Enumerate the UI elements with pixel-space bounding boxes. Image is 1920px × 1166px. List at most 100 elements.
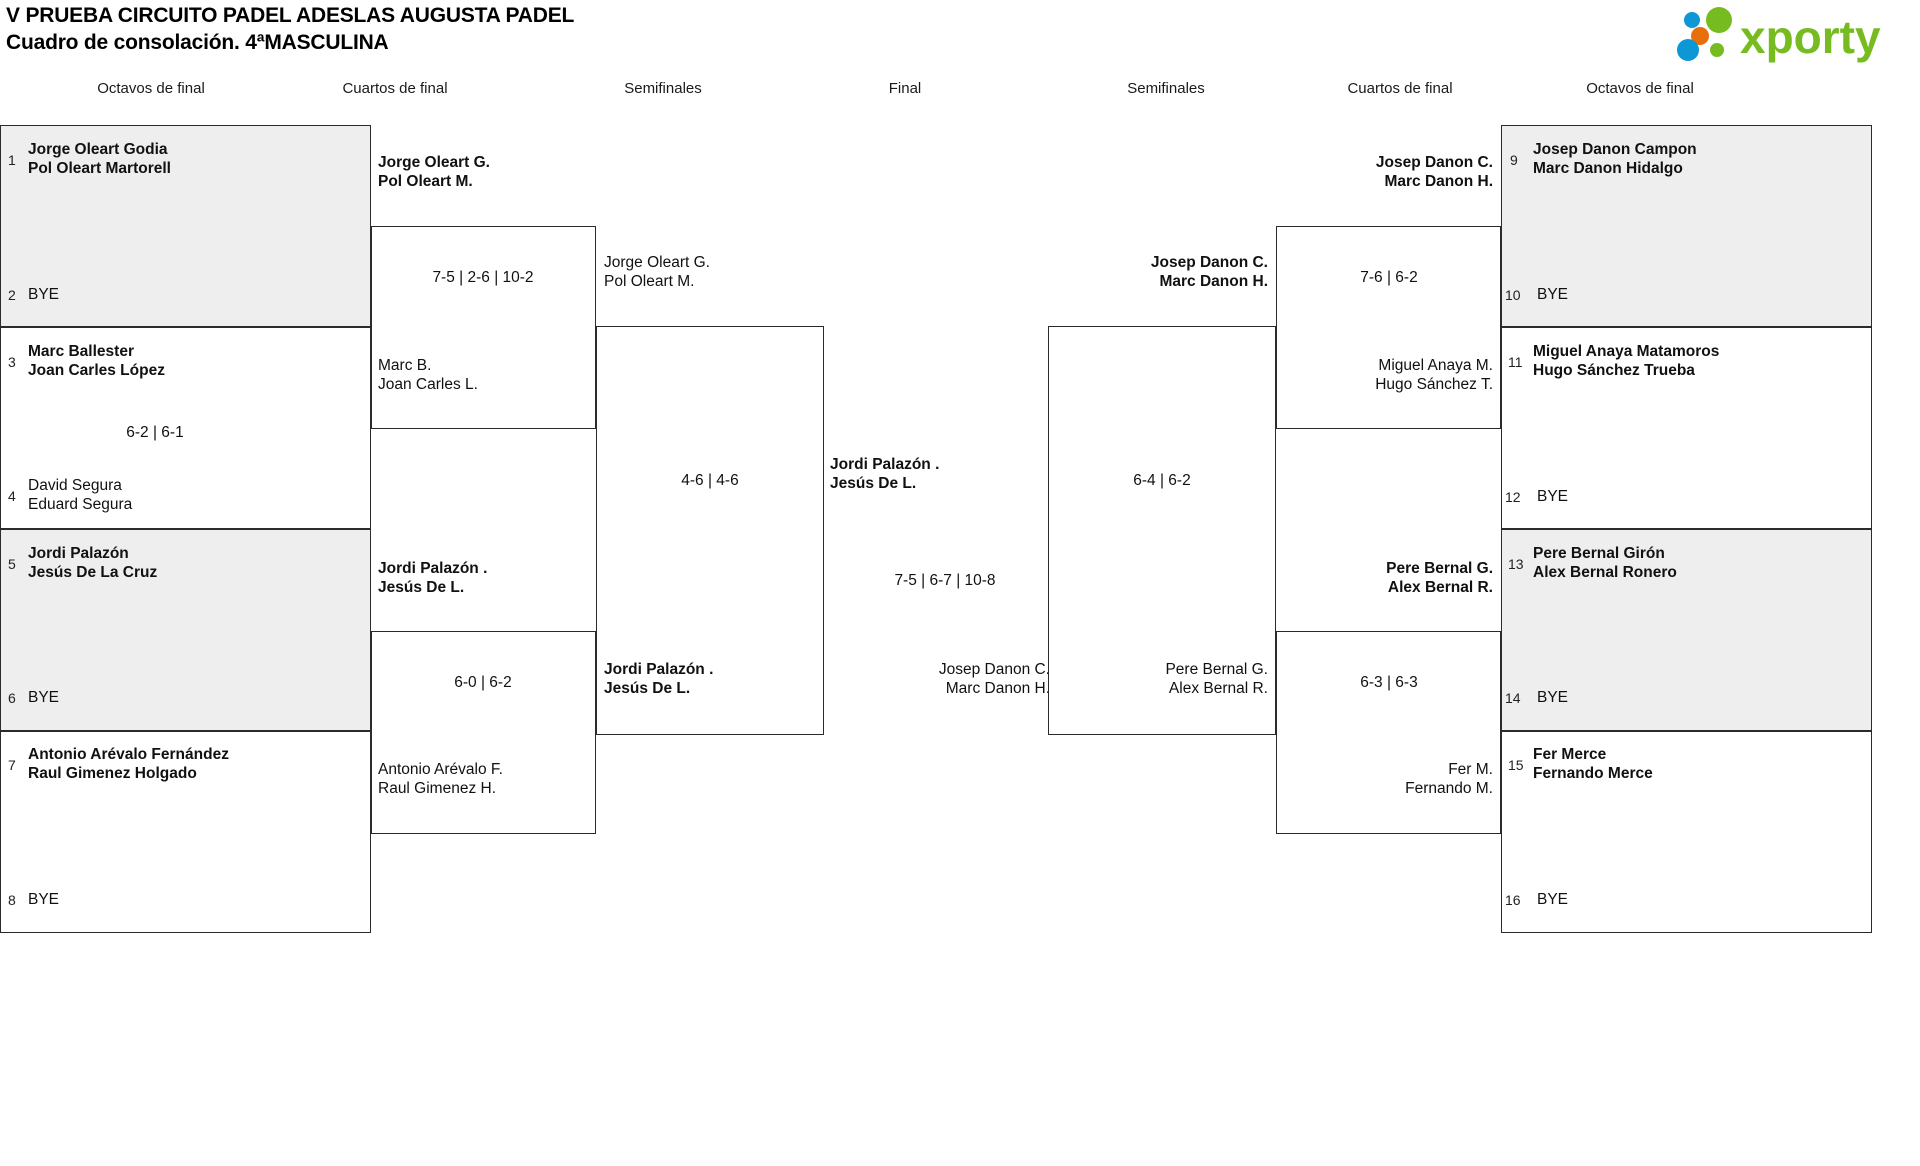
player-name: Josep Danon Campon	[1533, 141, 1697, 158]
player-name: Miguel Anaya M.	[1378, 357, 1493, 374]
seed-number: 9	[1510, 152, 1518, 168]
round-header-left-r16: Octavos de final	[97, 80, 205, 97]
r16-slot-left-5[interactable]: Jordi Palazón Jesús De La Cruz	[28, 544, 157, 582]
player-name: Josep Danon C.	[1150, 254, 1268, 271]
player-name: BYE	[28, 689, 60, 706]
player-name: Fer Merce	[1533, 746, 1607, 763]
player-name: Joan Carles López	[28, 362, 165, 379]
qf-slot-right-2[interactable]: Miguel Anaya M. Hugo Sánchez T.	[1285, 356, 1493, 394]
seed-number: 2	[8, 287, 16, 303]
r16-box-right-1[interactable]	[1501, 125, 1872, 327]
player-name: Antonio Arévalo Fernández	[28, 746, 229, 763]
player-name: Jordi Palazón	[28, 545, 129, 562]
qf-box-left-1[interactable]	[371, 226, 596, 429]
tournament-title: V PRUEBA CIRCUITO PADEL ADESLAS AUGUSTA …	[6, 4, 575, 27]
r16-slot-right-6[interactable]: BYE	[1537, 688, 1568, 707]
player-name: Pere Bernal G.	[1386, 560, 1493, 577]
sf-slot-left-1[interactable]: Jorge Oleart G. Pol Oleart M.	[604, 253, 710, 291]
r16-slot-left-8[interactable]: BYE	[28, 890, 59, 909]
seed-number: 16	[1505, 892, 1521, 908]
sf-slot-right-2[interactable]: Pere Bernal G. Alex Bernal R.	[1048, 660, 1268, 698]
player-name: Jordi Palazón .	[604, 661, 714, 678]
r16-box-left-2[interactable]	[0, 327, 371, 529]
r16-slot-right-2[interactable]: BYE	[1537, 285, 1568, 304]
round-header-right-qf: Cuartos de final	[1347, 80, 1453, 97]
qf-slot-left-1[interactable]: Jorge Oleart G. Pol Oleart M.	[378, 153, 490, 191]
r16-box-right-3[interactable]	[1501, 529, 1872, 731]
bracket-subtitle: Cuadro de consolación. 4ªMASCULINA	[6, 31, 389, 54]
r16-slot-right-5[interactable]: Pere Bernal Girón Alex Bernal Ronero	[1533, 544, 1677, 582]
r16-slot-right-8[interactable]: BYE	[1537, 890, 1568, 909]
r16-slot-left-4[interactable]: David Segura Eduard Segura	[28, 476, 132, 514]
sf-box-left[interactable]	[596, 326, 824, 735]
player-name: Marc Danon H.	[1384, 173, 1493, 190]
seed-number: 6	[8, 690, 16, 706]
player-name: Fernando M.	[1405, 780, 1493, 797]
seed-number: 8	[8, 892, 16, 908]
player-name: Marc Ballester	[28, 343, 134, 360]
r16-box-right-2[interactable]	[1501, 327, 1872, 529]
r16-slot-left-6[interactable]: BYE	[28, 688, 59, 707]
r16-slot-right-1[interactable]: Josep Danon Campon Marc Danon Hidalgo	[1533, 140, 1697, 178]
player-name: David Segura	[28, 477, 122, 494]
sf-slot-right-1[interactable]: Josep Danon C. Marc Danon H.	[1048, 253, 1268, 291]
qf-score-right-2: 6-3 | 6-3	[1360, 674, 1418, 691]
final-slot-runnerup[interactable]: Josep Danon C. Marc Danon H.	[840, 660, 1050, 698]
r16-slot-left-7[interactable]: Antonio Arévalo Fernández Raul Gimenez H…	[28, 745, 229, 783]
player-name: Jesús De La Cruz	[28, 564, 158, 581]
qf-slot-right-4[interactable]: Fer M. Fernando M.	[1285, 760, 1493, 798]
sf-box-right[interactable]	[1048, 326, 1276, 735]
r16-box-left-3[interactable]	[0, 529, 371, 731]
r16-slot-right-7[interactable]: Fer Merce Fernando Merce	[1533, 745, 1653, 783]
player-name: Jesús De L.	[830, 475, 917, 492]
r16-box-left-1[interactable]	[0, 125, 371, 327]
player-name: Marc Danon Hidalgo	[1533, 160, 1683, 177]
player-name: Alex Bernal Ronero	[1533, 564, 1677, 581]
logo-dots-icon	[1677, 7, 1732, 61]
r16-slot-right-3[interactable]: Miguel Anaya Matamoros Hugo Sánchez True…	[1533, 342, 1719, 380]
qf-slot-right-3[interactable]: Pere Bernal G. Alex Bernal R.	[1285, 559, 1493, 597]
final-slot-winner[interactable]: Jordi Palazón . Jesús De L.	[830, 455, 939, 493]
player-name: Josep Danon C.	[938, 661, 1050, 678]
qf-box-right-1[interactable]	[1276, 226, 1501, 429]
player-name: Pol Oleart Martorell	[28, 160, 171, 177]
round-header-left-qf: Cuartos de final	[342, 80, 448, 97]
player-name: Jordi Palazón .	[830, 456, 940, 473]
round-header-right-sf: Semifinales	[1127, 80, 1205, 97]
r16-slot-left-3[interactable]: Marc Ballester Joan Carles López	[28, 342, 165, 380]
r16-slot-left-2[interactable]: BYE	[28, 285, 59, 304]
seed-number: 13	[1508, 556, 1524, 572]
player-name: BYE	[1537, 689, 1569, 706]
player-name: Miguel Anaya Matamoros	[1533, 343, 1720, 360]
player-name: Jordi Palazón .	[378, 560, 488, 577]
player-name: Alex Bernal R.	[1387, 579, 1493, 596]
qf-slot-left-4[interactable]: Antonio Arévalo F. Raul Gimenez H.	[378, 760, 503, 798]
qf-box-right-2[interactable]	[1276, 631, 1501, 834]
qf-slot-left-2[interactable]: Marc B. Joan Carles L.	[378, 356, 478, 394]
qf-score-right-1: 7-6 | 6-2	[1360, 269, 1418, 286]
sf-slot-left-2[interactable]: Jordi Palazón . Jesús De L.	[604, 660, 713, 698]
player-name: Jorge Oleart G.	[604, 254, 710, 271]
seed-number: 11	[1508, 354, 1523, 370]
seed-number: 5	[8, 556, 16, 572]
player-name: Raul Gimenez H.	[378, 780, 497, 797]
r16-slot-right-4[interactable]: BYE	[1537, 487, 1568, 506]
sf-score-left: 4-6 | 4-6	[681, 472, 739, 489]
seed-number: 7	[8, 757, 16, 773]
player-name: Raul Gimenez Holgado	[28, 765, 197, 782]
player-name: Marc Danon H.	[945, 680, 1050, 697]
r16-box-right-4[interactable]	[1501, 731, 1872, 933]
r16-box-left-4[interactable]	[0, 731, 371, 933]
player-name: Antonio Arévalo F.	[378, 761, 503, 778]
r16-slot-left-1[interactable]: Jorge Oleart Godia Pol Oleart Martorell	[28, 140, 171, 178]
qf-slot-left-3[interactable]: Jordi Palazón . Jesús De L.	[378, 559, 487, 597]
xporty-logo: xporty	[1664, 6, 1904, 64]
player-name: Fer M.	[1448, 761, 1493, 778]
player-name: Jorge Oleart G.	[378, 154, 490, 171]
qf-slot-right-1[interactable]: Josep Danon C. Marc Danon H.	[1285, 153, 1493, 191]
player-name: Pere Bernal Girón	[1533, 545, 1665, 562]
seed-number: 1	[8, 152, 16, 168]
qf-box-left-2[interactable]	[371, 631, 596, 834]
player-name: Pol Oleart M.	[604, 273, 695, 290]
